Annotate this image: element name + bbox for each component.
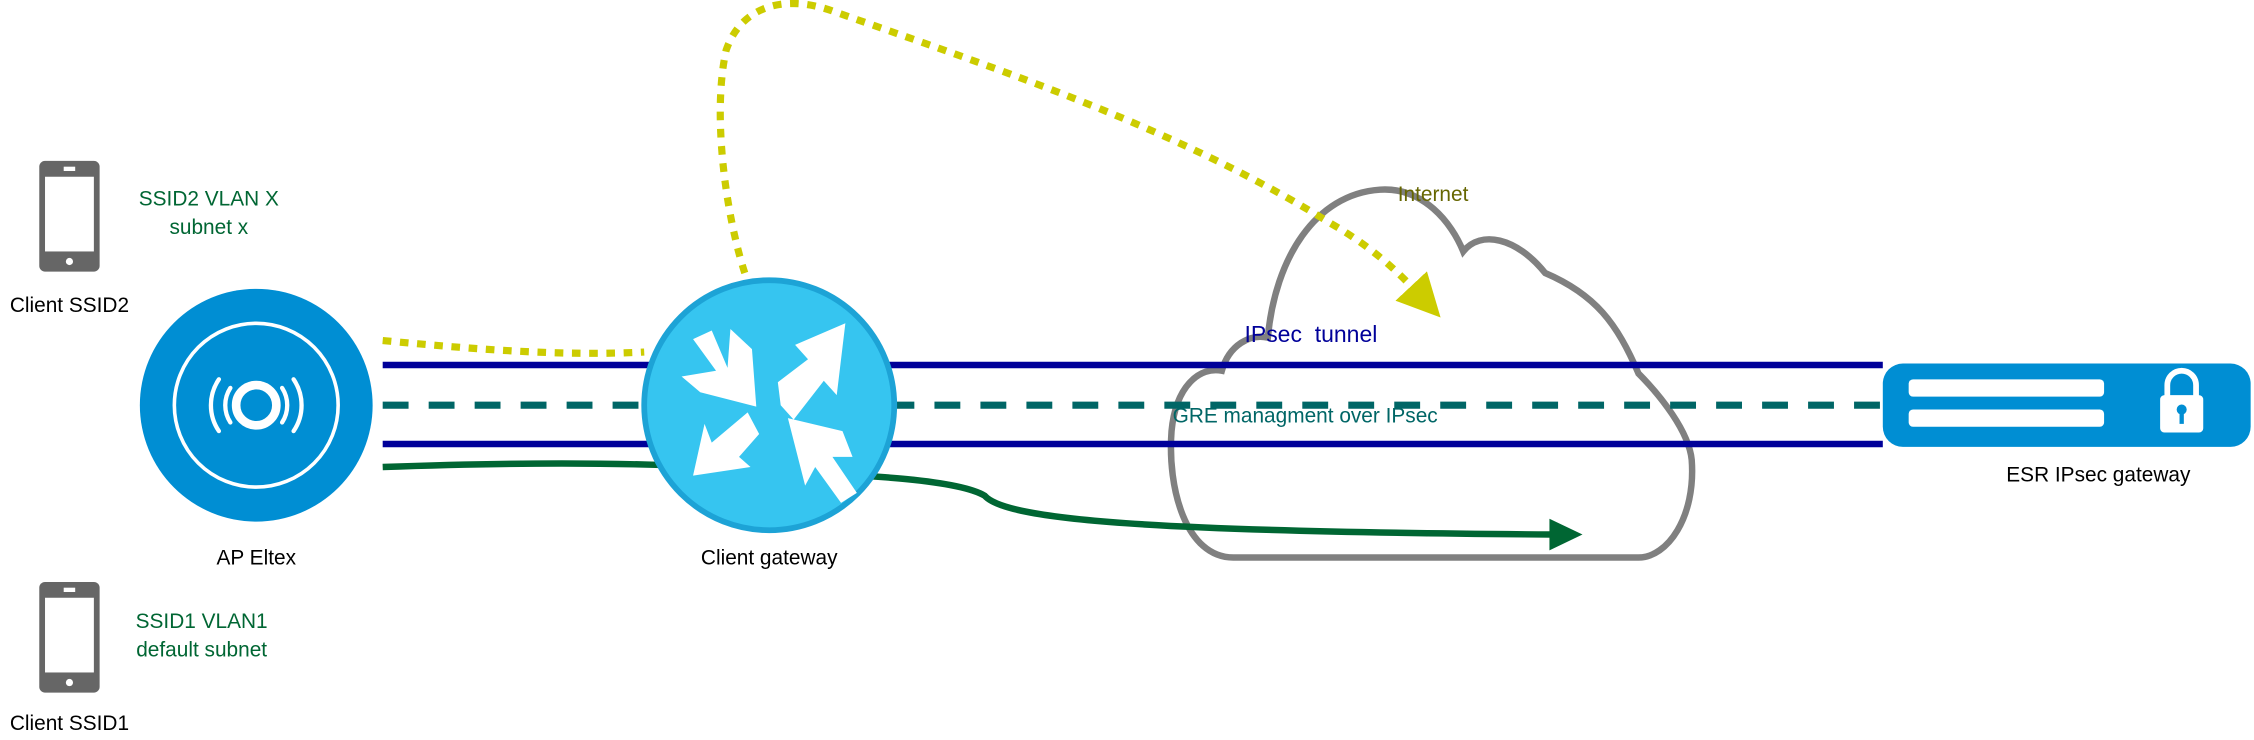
vlan1-traffic-path: [382, 460, 1553, 538]
internet-cloud: [1167, 186, 1696, 561]
access-point-icon[interactable]: [139, 288, 373, 522]
gre-label: GRE managment over IPsec: [1173, 404, 1438, 427]
router-icon[interactable]: [641, 277, 898, 534]
internet-label: Internet: [1398, 183, 1469, 206]
ssid1-subnet-label: default subnet: [136, 639, 267, 662]
ssid1-vlan-label: SSID1 VLAN1: [136, 610, 268, 633]
esr-label: ESR IPsec gateway: [2006, 463, 2191, 486]
esr-gateway-device[interactable]: [1882, 363, 2251, 447]
lock-icon: [2160, 367, 2204, 433]
internet-traffic-path-arc: [716, 0, 1441, 318]
ipsec-tunnel-label: IPsec tunnel: [1244, 321, 1377, 347]
client-ssid1-smartphone-icon[interactable]: [39, 581, 100, 693]
gateway-label: Client gateway: [701, 547, 838, 570]
client-ssid1-label: Client SSID1: [10, 712, 129, 735]
ap-label: AP Eltex: [216, 547, 296, 570]
internet-traffic-path: [382, 336, 645, 357]
client-ssid2-label: Client SSID2: [10, 294, 129, 317]
client-ssid2-smartphone-icon[interactable]: [39, 160, 100, 272]
ssid2-subnet-label: subnet x: [169, 216, 248, 239]
vlan1-arrowhead-icon: [1549, 518, 1583, 551]
ssid2-vlan-label: SSID2 VLAN X: [139, 187, 279, 210]
